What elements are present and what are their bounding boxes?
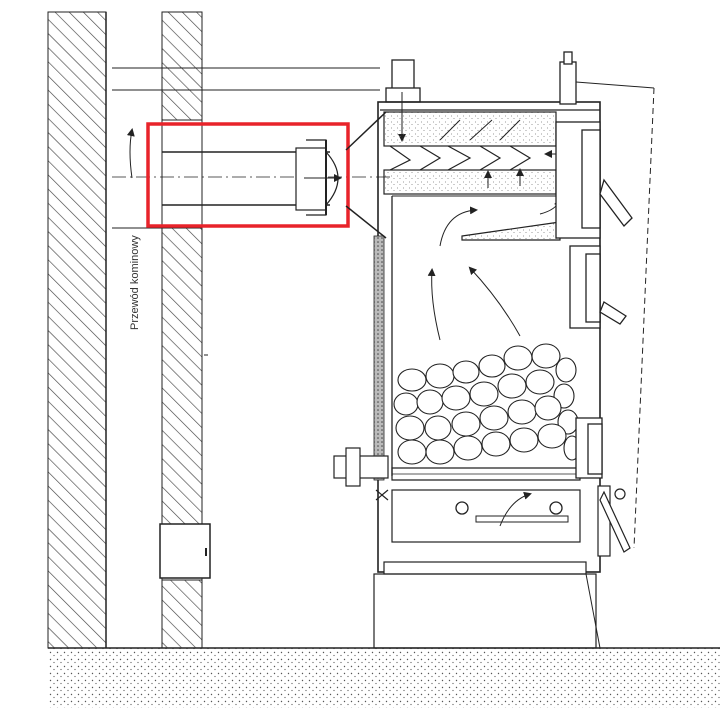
outer-wall	[47, 11, 107, 649]
chimney-shaft	[159, 11, 211, 649]
chimney-flue-label: Przewód kominowy	[129, 235, 141, 330]
fuel-charge	[393, 343, 581, 465]
boiler-body	[345, 101, 601, 649]
boiler-exhaust-stub	[380, 59, 600, 142]
door-swing-line	[633, 87, 655, 549]
boiler-front-doors	[555, 51, 655, 479]
ash-door-handle	[597, 485, 631, 557]
ground-floor	[48, 647, 720, 708]
reference-lines	[112, 67, 390, 229]
flue-gas-arrow-up	[126, 128, 135, 179]
cleanout-door	[159, 523, 211, 579]
flue-connector-pipe	[162, 139, 342, 216]
highlight-box	[146, 122, 350, 228]
water-inlet-fitting	[333, 447, 389, 501]
